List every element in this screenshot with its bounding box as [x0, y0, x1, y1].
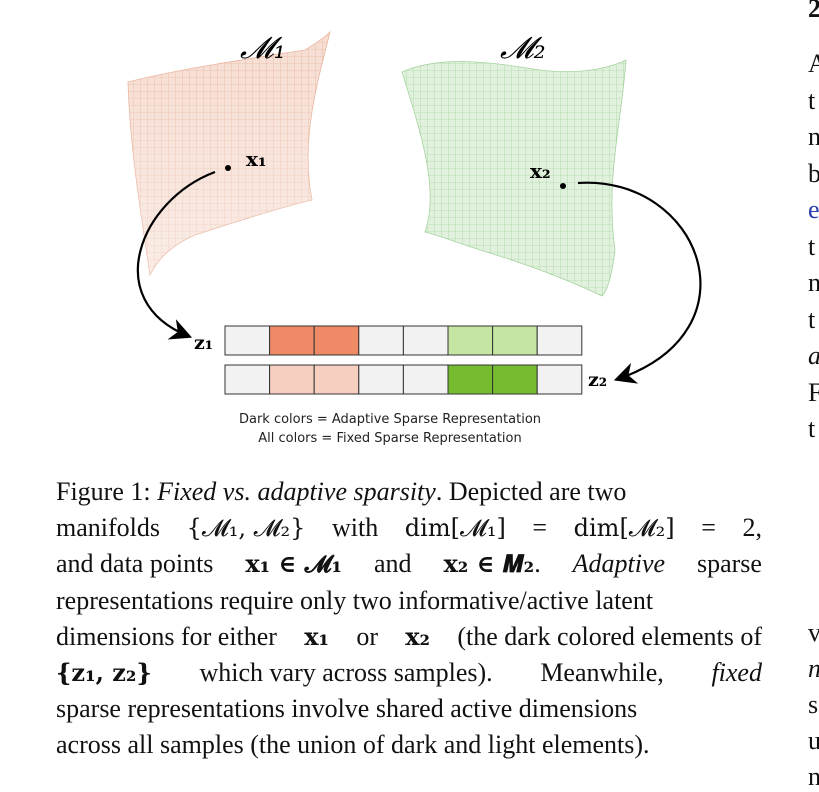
arrow-x2-to-z2	[577, 181, 702, 384]
caption-line-4: representations require only two informa…	[56, 583, 762, 619]
caption-text: dimensions for either	[56, 621, 277, 651]
z1-cell-3	[313, 325, 360, 356]
caption-text: .	[534, 549, 541, 579]
caption-math: x₁	[304, 621, 330, 651]
z1-vector	[224, 325, 583, 356]
right-column-fragment: t	[808, 305, 816, 334]
z2-label: z₂	[588, 369, 607, 391]
caption-line-1: Figure 1: Fixed vs. adaptive sparsity. D…	[56, 474, 762, 510]
z1-cell-7	[492, 325, 538, 356]
caption-text: representations require only two informa…	[56, 585, 654, 615]
z2-cell-3	[313, 364, 360, 395]
caption-text: which vary across samples).	[199, 658, 493, 688]
z2-cell-4	[358, 364, 404, 395]
caption-line-2: manifolds {𝓜₁, 𝓜₂} with dim[𝓜₁] = dim[𝓜₂…	[56, 510, 762, 546]
right-column-fragment: 2	[808, 0, 819, 23]
caption-line-5: dimensions for either x₁ or x₂ (the dark…	[56, 619, 762, 655]
right-column-fragment: b	[808, 159, 819, 188]
arrow-x1-to-z1	[136, 170, 216, 340]
caption-math: dim[𝓜₂]	[573, 514, 675, 543]
figure-1: 𝓜₁ 𝓜₂ x₁ x₂ z₁ z₂ Dark colors = Adaptive…	[127, 30, 702, 446]
point-x1	[225, 165, 231, 171]
caption-line-3: and data points x₁ ∈ 𝓜₁ and x₂ ∈ 𝑴₂. Ada…	[56, 546, 762, 582]
z1-cell-8	[536, 325, 583, 356]
caption-text: sparse representations involve shared ac…	[56, 694, 638, 724]
legend-fixed: All colors = Fixed Sparse Representation	[258, 431, 522, 446]
caption-figure-number: Figure 1:	[56, 477, 151, 506]
right-column-fragment: u	[808, 726, 819, 755]
right-column-fragment: v	[808, 618, 819, 647]
right-column-fragment: t	[808, 232, 816, 261]
z1-cell-4	[358, 325, 404, 356]
figure-caption: Figure 1: Fixed vs. adaptive sparsity. D…	[56, 474, 762, 764]
caption-math: {𝓜₁, 𝓜₂}	[186, 514, 306, 543]
z1-cell-5	[402, 325, 449, 356]
caption-line-6: {z₁, z₂} which vary across samples). Mea…	[56, 655, 762, 691]
right-column-fragment: t	[808, 414, 816, 443]
z1-cell-2	[269, 325, 315, 356]
right-column-fragment: a	[808, 341, 819, 371]
z1-cell-6	[447, 325, 494, 356]
caption-math: x₂	[405, 621, 431, 651]
z2-cell-2	[269, 364, 315, 395]
caption-math: =	[701, 513, 716, 543]
figure-graphic: 𝓜₁ 𝓜₂ x₁ x₂ z₁ z₂	[127, 30, 702, 395]
caption-text: and data points	[56, 549, 214, 579]
caption-math: x₁ ∈ 𝓜₁	[245, 549, 343, 579]
caption-math: dim[𝓜₁]	[404, 514, 506, 543]
caption-line-7: sparse representations involve shared ac…	[56, 691, 762, 727]
caption-text: (the dark colored elements of	[457, 621, 762, 651]
z2-cell-8	[536, 364, 583, 395]
right-column-fragment: n	[808, 654, 819, 684]
z2-cell-6	[447, 364, 494, 395]
caption-text: 2,	[742, 513, 763, 543]
z2-cell-5	[402, 364, 449, 395]
right-column-fragment: s	[808, 690, 819, 719]
right-column-fragment: n	[808, 122, 819, 151]
right-column-fragment: A	[808, 49, 819, 78]
caption-emphasis: Adaptive	[572, 549, 666, 579]
caption-math: x₂ ∈ 𝑴₂	[443, 549, 535, 579]
point-x1-label: x₁	[246, 147, 267, 171]
caption-text: manifolds	[56, 513, 160, 543]
caption-line-8: across all samples (the union of dark an…	[56, 727, 762, 763]
right-column-clipped-text: 2AtnbetntaFtvnsun	[808, 0, 819, 791]
caption-text: across all samples (the union of dark an…	[56, 730, 650, 760]
right-column-fragment: n	[808, 762, 819, 791]
right-column-fragment: F	[808, 378, 819, 407]
caption-math: {z₁, z₂}	[56, 658, 152, 688]
manifold-1-surface	[127, 30, 331, 277]
z2-cell-7	[492, 364, 538, 395]
manifold-1-label: 𝓜₁	[240, 31, 286, 66]
caption-text: sparse	[696, 549, 762, 579]
caption-text: . Depicted are two	[435, 477, 627, 506]
z1-cell-1	[224, 325, 271, 356]
caption-text: with	[331, 513, 379, 543]
right-column-fragment: n	[808, 268, 819, 297]
caption-title: Fixed vs. adaptive sparsity	[157, 477, 436, 506]
legend-adaptive: Dark colors = Adaptive Sparse Representa…	[238, 412, 542, 427]
manifold-2-label: 𝓜₂	[500, 31, 546, 66]
point-x2-label: x₂	[530, 159, 551, 183]
caption-text: and	[374, 549, 412, 579]
caption-text: or	[356, 621, 378, 651]
z2-vector	[224, 364, 583, 395]
z1-label: z₁	[194, 332, 213, 354]
caption-emphasis: fixed	[711, 658, 762, 688]
z2-cell-1	[224, 364, 271, 395]
caption-math: =	[532, 513, 548, 543]
right-column-fragment: e	[808, 195, 819, 224]
manifold-2-surface	[401, 59, 627, 297]
point-x2	[560, 183, 566, 189]
right-column-fragment: t	[808, 86, 816, 115]
caption-text: Meanwhile,	[540, 658, 664, 688]
